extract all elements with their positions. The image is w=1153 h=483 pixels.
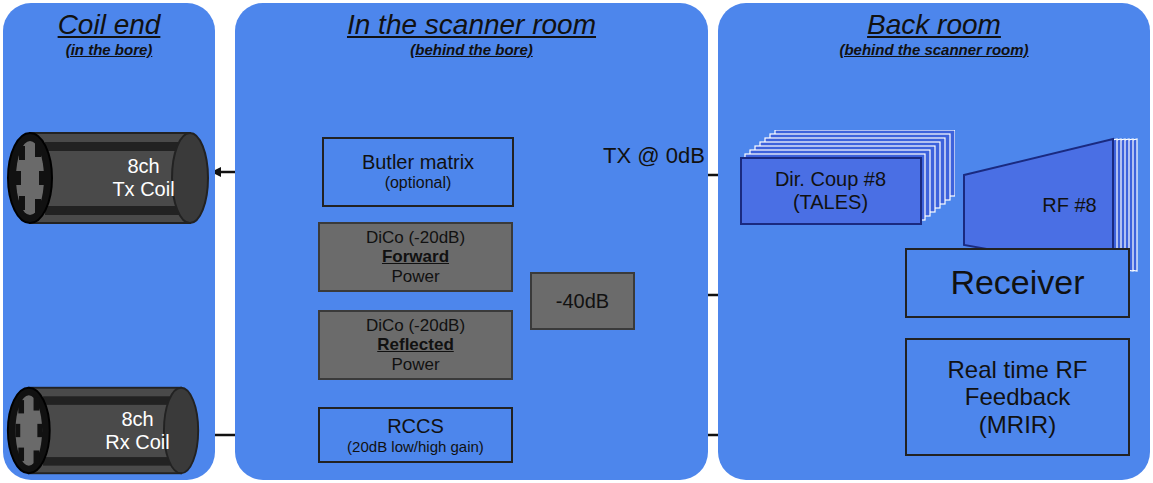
- node-label: DiCo (-20dB): [366, 228, 465, 248]
- node-sublabel: Rx Coil: [105, 431, 169, 454]
- node-label: Real time RF Feedback: [907, 356, 1128, 411]
- node-label: -40dB: [556, 290, 609, 313]
- node-label: Coil end: [58, 9, 161, 41]
- node-sublabel: Forward: [382, 247, 449, 267]
- attenuator-box: -40dB: [530, 272, 635, 330]
- node-sublabel: Reflected: [377, 335, 454, 355]
- node-label: RF #8: [1042, 194, 1096, 217]
- coupler-stack: Dir. Coup #8(TALES): [740, 130, 955, 225]
- node-label: RCCS: [387, 415, 444, 438]
- node-sublabel: Power: [391, 355, 439, 375]
- node-sublabel: Power: [391, 267, 439, 287]
- coupler-box: DiCo (-20dB)ReflectedPower: [318, 310, 513, 380]
- region-panel: In the scanner room(behind the bore) Butl…: [235, 3, 708, 480]
- node-sublabel: (TALES): [793, 191, 868, 214]
- node-label: Receiver: [950, 263, 1084, 302]
- node-label: 8ch: [127, 155, 159, 178]
- node-sublabel: (optional): [385, 174, 452, 192]
- receiver-box: Receiver: [905, 248, 1130, 318]
- edge-label: TX @ 0dB: [603, 143, 705, 169]
- rx-coil: 8chRx Coil: [5, 383, 202, 478]
- node-sublabel: (MRIR): [979, 411, 1056, 439]
- coil-illustration: [5, 383, 202, 478]
- tx-coil: 8chTx Coil: [5, 128, 212, 228]
- node-label: Back room: [867, 9, 1001, 41]
- coil-illustration: [5, 128, 212, 228]
- node-label: In the scanner room: [347, 9, 596, 41]
- region-panel: Coil end(in the bore)8chTx Coil8chRx Coi…: [3, 3, 215, 480]
- process-box: RCCS(20dB low/high gain): [318, 407, 513, 463]
- region-panel: Back room(behind the scanner room) Dir. C…: [718, 3, 1150, 480]
- process-box: Butler matrix(optional): [322, 137, 514, 207]
- node-label: 8ch: [121, 408, 153, 431]
- node-label: Dir. Coup #8: [775, 168, 886, 191]
- node-sublabel: (behind the scanner room): [839, 41, 1028, 58]
- node-label: Butler matrix: [362, 151, 474, 174]
- feedback-box: Real time RF Feedback(MRIR): [905, 338, 1130, 456]
- node-label: DiCo (-20dB): [366, 316, 465, 336]
- node-sublabel: (in the bore): [66, 41, 153, 58]
- node-sublabel: Tx Coil: [112, 178, 174, 201]
- coupler-box: DiCo (-20dB)ForwardPower: [318, 222, 513, 292]
- node-sublabel: (20dB low/high gain): [347, 438, 484, 455]
- node-sublabel: (behind the bore): [410, 41, 533, 58]
